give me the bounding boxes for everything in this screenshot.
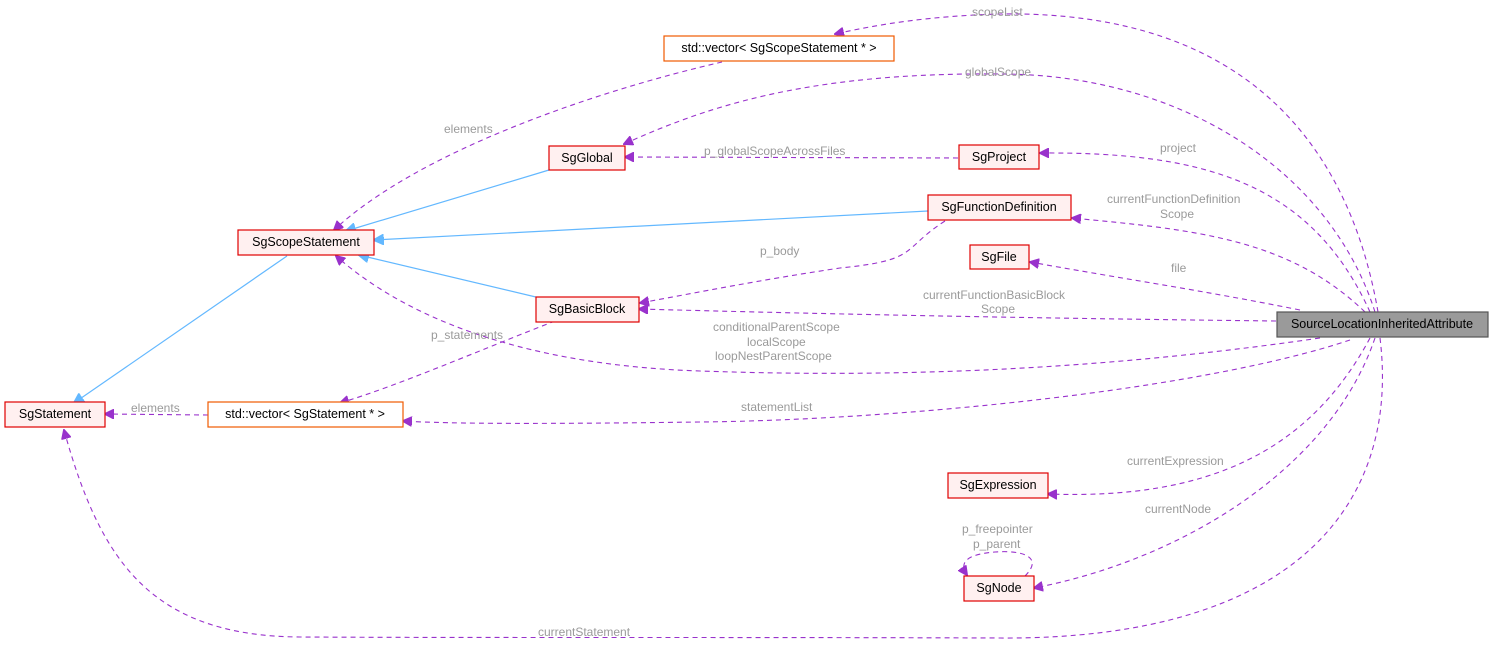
node-sg-global[interactable]: SgGlobal	[548, 145, 626, 171]
reference-edges	[64, 13, 1383, 639]
edge-project	[1040, 153, 1371, 313]
edge-currentnode	[1034, 337, 1376, 588]
label-currentexpression: currentExpression	[1127, 454, 1224, 468]
node-sg-function-definition[interactable]: SgFunctionDefinition	[927, 194, 1072, 221]
edge-pstatements	[340, 320, 556, 403]
edge-basicblock-to-scope	[359, 255, 541, 299]
edge-global-to-scope	[346, 169, 550, 231]
svg-text:SgStatement: SgStatement	[19, 407, 92, 421]
edge-conditional-local-loop	[336, 256, 1321, 374]
edge-currentfunctiondef	[1072, 218, 1366, 313]
edge-globalscope	[624, 73, 1376, 313]
svg-text:SourceLocationInheritedAttribu: SourceLocationInheritedAttribute	[1291, 317, 1473, 331]
label-globalscope: globalScope	[965, 65, 1031, 79]
label-currentfunctiondef-2: Scope	[1160, 207, 1194, 221]
label-pparent: p_parent	[973, 537, 1021, 551]
edge-currentexpression	[1048, 337, 1371, 494]
label-statementlist: statementList	[741, 400, 813, 414]
label-currentstatement: currentStatement	[538, 625, 631, 639]
label-loopnestparentscope: loopNestParentScope	[715, 349, 832, 363]
svg-text:SgGlobal: SgGlobal	[561, 151, 612, 165]
edge-pglobalscope	[625, 157, 959, 158]
label-currentnode: currentNode	[1145, 502, 1211, 516]
edge-file	[1030, 262, 1301, 311]
node-sg-expression[interactable]: SgExpression	[947, 472, 1049, 499]
edge-functiondef-to-scope	[374, 210, 929, 240]
label-currentbasicblock-1: currentFunctionBasicBlock	[923, 288, 1066, 302]
label-elements-statement: elements	[131, 401, 180, 415]
svg-text:SgNode: SgNode	[976, 581, 1021, 595]
inheritance-edges	[74, 169, 929, 403]
edge-currentstatement	[64, 337, 1383, 639]
svg-text:std::vector< SgScopeStatement: std::vector< SgScopeStatement * >	[681, 41, 876, 55]
svg-text:SgFile: SgFile	[981, 250, 1016, 264]
node-sg-basic-block[interactable]: SgBasicBlock	[535, 296, 640, 323]
edge-statementlist	[403, 339, 1351, 423]
label-currentbasicblock-2: Scope	[981, 302, 1015, 316]
node-sg-statement[interactable]: SgStatement	[4, 401, 106, 428]
label-file: file	[1171, 261, 1187, 275]
edge-elements-scope	[334, 61, 723, 230]
node-vector-scope[interactable]: std::vector< SgScopeStatement * >	[663, 35, 895, 62]
label-elements-scope: elements	[444, 122, 493, 136]
svg-text:SgScopeStatement: SgScopeStatement	[252, 235, 360, 249]
node-sg-scope-statement[interactable]: SgScopeStatement	[237, 229, 375, 256]
edge-scopelist	[835, 13, 1379, 313]
edge-elements-statement	[105, 414, 209, 415]
edge-scope-to-statement	[74, 255, 288, 403]
svg-text:SgBasicBlock: SgBasicBlock	[549, 302, 626, 316]
node-vector-statement[interactable]: std::vector< SgStatement * >	[207, 401, 404, 428]
label-project: project	[1160, 141, 1197, 155]
label-pstatements: p_statements	[431, 328, 503, 342]
svg-text:std::vector< SgStatement * >: std::vector< SgStatement * >	[225, 407, 385, 421]
label-conditionalparentscope: conditionalParentScope	[713, 320, 840, 334]
svg-text:SgProject: SgProject	[972, 150, 1027, 164]
label-currentfunctiondef-1: currentFunctionDefinition	[1107, 192, 1240, 206]
label-pbody: p_body	[760, 244, 799, 258]
edge-currentbasicblock	[639, 309, 1277, 322]
edge-pbody	[640, 220, 946, 303]
node-sg-node[interactable]: SgNode	[963, 575, 1035, 602]
label-pglobalscope: p_globalScopeAcrossFiles	[704, 144, 845, 158]
node-sg-file[interactable]: SgFile	[969, 244, 1030, 270]
node-source-location[interactable]: SourceLocationInheritedAttribute	[1276, 311, 1489, 338]
node-sg-project[interactable]: SgProject	[958, 144, 1040, 170]
label-scopelist: scopeList	[972, 5, 1023, 19]
edge-labels: scopeList globalScope elements p_globalS…	[131, 5, 1240, 639]
edge-sgnode-selfloop	[964, 551, 1033, 576]
svg-text:SgExpression: SgExpression	[959, 478, 1036, 492]
svg-text:SgFunctionDefinition: SgFunctionDefinition	[941, 200, 1056, 214]
label-localscope: localScope	[747, 335, 806, 349]
label-pfreepointer: p_freepointer	[962, 522, 1033, 536]
